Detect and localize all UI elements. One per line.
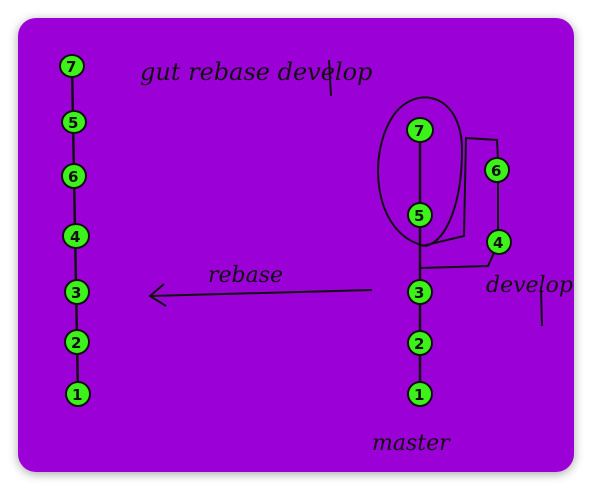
svg-text:2: 2 [71, 334, 81, 352]
svg-text:1: 1 [72, 386, 82, 404]
right-node-1: 1 [407, 381, 433, 407]
svg-text:6: 6 [68, 168, 78, 186]
left-node-2: 2 [64, 329, 90, 355]
left-node-5: 5 [61, 110, 87, 134]
canvas-card [18, 18, 574, 472]
diagram-title: gut rebase develop [140, 58, 372, 86]
rebased-linear-history: 7 5 6 4 3 2 1 [59, 54, 91, 407]
left-node-7: 7 [59, 54, 85, 78]
svg-text:7: 7 [414, 122, 424, 140]
original-history: 7 5 6 4 3 2 1 [372, 96, 573, 456]
develop-branch-label: develop [486, 273, 573, 298]
svg-text:4: 4 [70, 228, 80, 246]
right-node-3: 3 [407, 279, 433, 305]
master-branch-label: master [372, 431, 451, 456]
right-node-7: 7 [406, 117, 434, 143]
right-node-6: 6 [484, 157, 510, 183]
svg-text:1: 1 [414, 386, 424, 404]
rebase-arrow-label: rebase [208, 263, 283, 288]
svg-text:3: 3 [414, 284, 424, 302]
svg-text:7: 7 [66, 58, 76, 76]
left-node-6: 6 [61, 163, 87, 189]
left-node-1: 1 [65, 381, 91, 407]
svg-text:2: 2 [414, 335, 424, 353]
rebase-arrow: rebase [148, 263, 373, 307]
right-node-5: 5 [407, 202, 433, 228]
left-node-3: 3 [64, 279, 90, 305]
svg-text:6: 6 [491, 162, 501, 180]
left-node-4: 4 [62, 223, 90, 249]
develop-branch-connector [419, 136, 499, 269]
svg-text:4: 4 [493, 234, 503, 252]
highlight-loop [377, 96, 464, 248]
svg-text:5: 5 [414, 207, 424, 225]
develop-pen-stroke [540, 289, 543, 327]
right-node-2: 2 [407, 330, 433, 356]
svg-text:5: 5 [68, 114, 78, 132]
title-pen-stroke [328, 59, 332, 97]
right-node-4: 4 [486, 229, 512, 255]
svg-text:3: 3 [71, 284, 81, 302]
